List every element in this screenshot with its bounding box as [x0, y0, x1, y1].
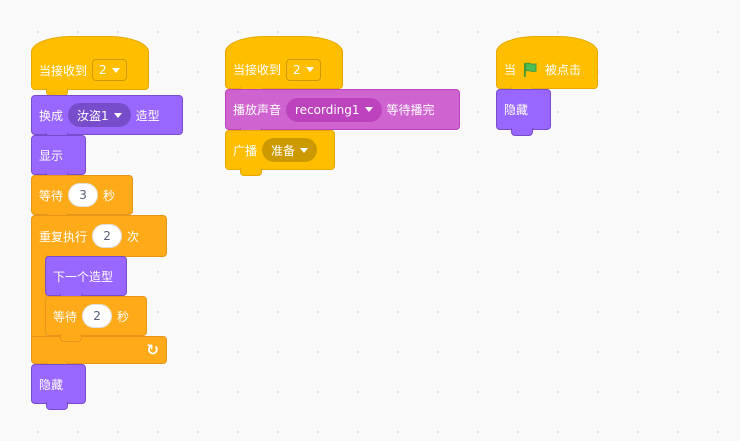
when-receive-hat-block[interactable]: 当接收到 2 — [225, 36, 343, 95]
caret-down-icon — [364, 107, 373, 112]
block-label: 当接收到 — [39, 63, 88, 78]
hide-block[interactable]: 隐藏 — [496, 89, 551, 136]
block-label: 重复执行 — [39, 229, 88, 244]
sound-dropdown[interactable]: recording1 — [286, 97, 382, 122]
seconds-input[interactable]: 2 — [82, 304, 113, 328]
when-receive-hat-block[interactable]: 当接收到 2 — [31, 36, 149, 96]
block-label: 播放声音 — [233, 103, 282, 117]
block-label: 显示 — [39, 148, 64, 163]
hide-block[interactable]: 隐藏 — [31, 364, 86, 410]
block-label: 下一个造型 — [53, 269, 114, 284]
caret-down-icon — [305, 67, 314, 72]
play-sound-until-done-block[interactable]: 播放声音 recording1 等待播完 — [225, 89, 460, 136]
block-suffix: 被点击 — [545, 63, 582, 77]
dropdown-value: 汝盗1 — [77, 108, 109, 123]
block-label: 当 — [504, 63, 517, 77]
broadcast-block[interactable]: 广播 准备 — [225, 130, 335, 176]
block-suffix: 等待播完 — [386, 103, 435, 117]
switch-costume-block[interactable]: 换成 汝盗1 造型 — [31, 95, 183, 141]
caret-down-icon — [111, 67, 120, 73]
dropdown-value: recording1 — [295, 102, 360, 117]
wait-block[interactable]: 等待 3 秒 — [31, 175, 133, 221]
message-dropdown[interactable]: 2 — [92, 59, 127, 81]
next-costume-block[interactable]: 下一个造型 — [45, 256, 127, 302]
block-label: 隐藏 — [39, 377, 64, 392]
when-flag-clicked-hat-block[interactable]: 当 被点击 — [496, 36, 598, 95]
block-label: 隐藏 — [504, 103, 529, 117]
block-label: 换成 — [39, 108, 64, 123]
caret-down-icon — [300, 147, 309, 153]
dropdown-value: 2 — [293, 62, 301, 77]
dropdown-value: 准备 — [271, 143, 296, 158]
block-label: 等待 — [53, 309, 78, 324]
caret-down-icon — [113, 112, 122, 118]
repeat-count-input[interactable]: 2 — [92, 224, 123, 248]
block-suffix: 造型 — [135, 108, 160, 123]
loop-arrow-icon: ↻ — [146, 341, 159, 359]
block-label: 当接收到 — [233, 63, 282, 77]
seconds-input[interactable]: 3 — [68, 183, 99, 207]
block-suffix: 秒 — [103, 188, 116, 203]
repeat-block-top[interactable]: 重复执行 2 次 — [31, 215, 167, 257]
block-label: 等待 — [39, 188, 64, 203]
block-suffix: 次 — [127, 229, 140, 244]
costume-dropdown[interactable]: 汝盗1 — [68, 103, 131, 127]
green-flag-icon — [521, 61, 539, 79]
repeat-block-bottom[interactable]: ↻ — [31, 336, 167, 370]
broadcast-message-dropdown[interactable]: 准备 — [262, 138, 318, 162]
block-label: 广播 — [233, 143, 258, 158]
wait-block[interactable]: 等待 2 秒 — [45, 296, 147, 342]
dropdown-value: 2 — [99, 63, 107, 77]
message-dropdown[interactable]: 2 — [286, 58, 321, 81]
block-suffix: 秒 — [117, 309, 130, 324]
show-block[interactable]: 显示 — [31, 135, 86, 181]
